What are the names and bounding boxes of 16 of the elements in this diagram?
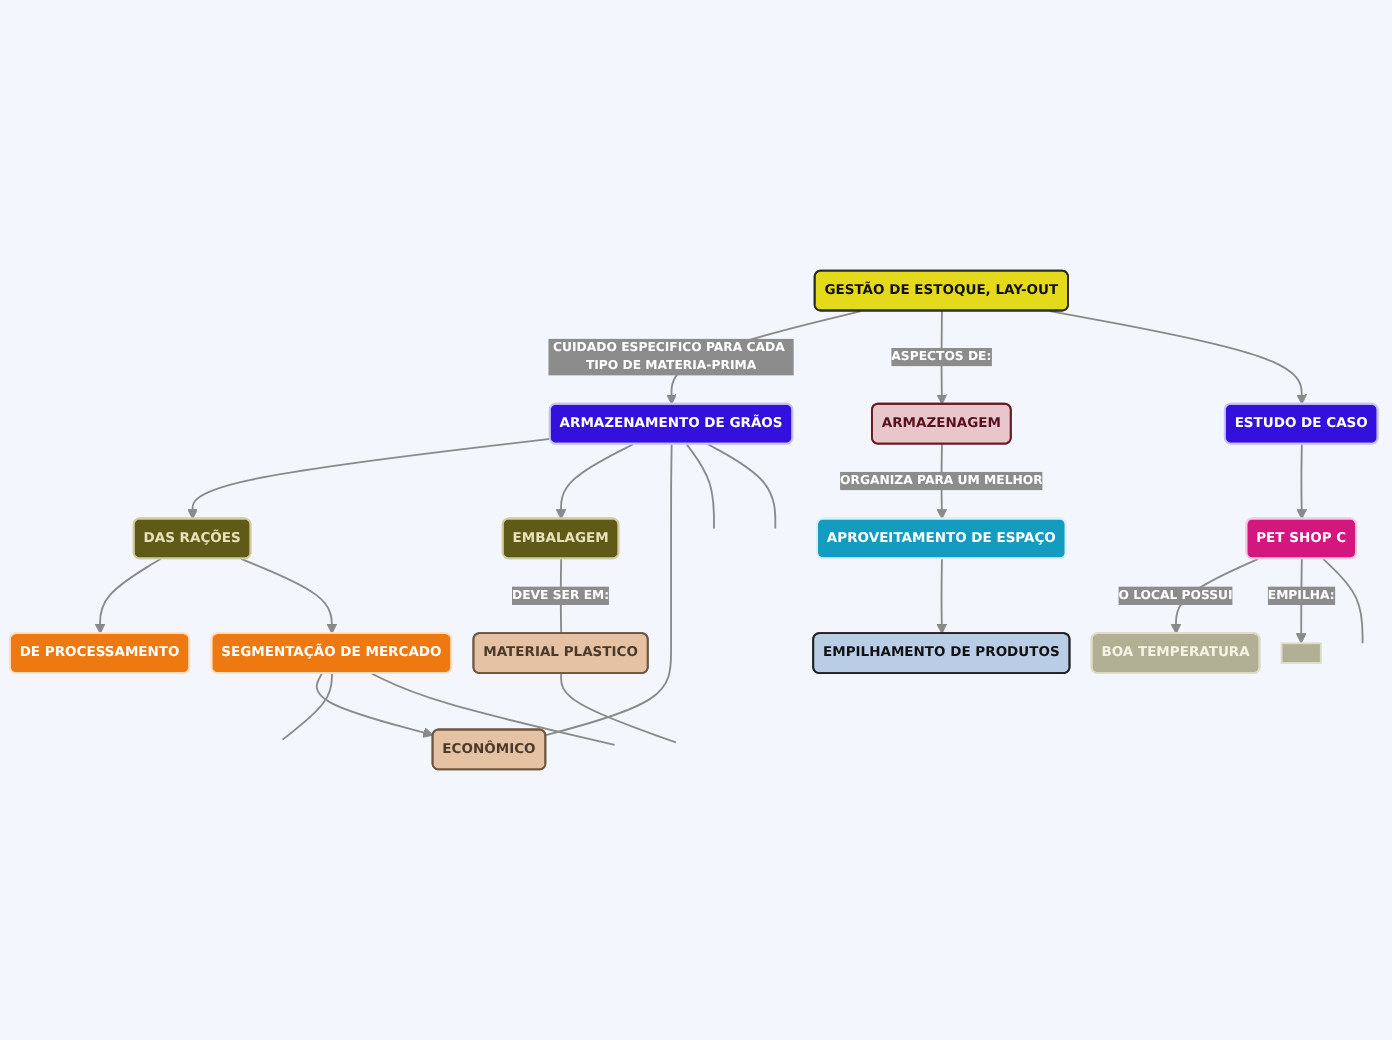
arrow: [240, 558, 338, 635]
connector: [707, 443, 777, 530]
node-box: [1280, 642, 1322, 664]
arrow: [315, 672, 434, 738]
connector: [560, 672, 677, 744]
arrow: [94, 558, 162, 635]
connector: [281, 672, 333, 741]
arrow: [555, 443, 635, 520]
arrow: [187, 437, 552, 520]
connector: [544, 443, 673, 737]
connector: [1322, 558, 1364, 645]
connector: [370, 672, 616, 746]
arrow: [1048, 310, 1308, 405]
arrow: [1296, 443, 1308, 520]
arrow: [936, 558, 948, 635]
connector: [685, 443, 715, 530]
